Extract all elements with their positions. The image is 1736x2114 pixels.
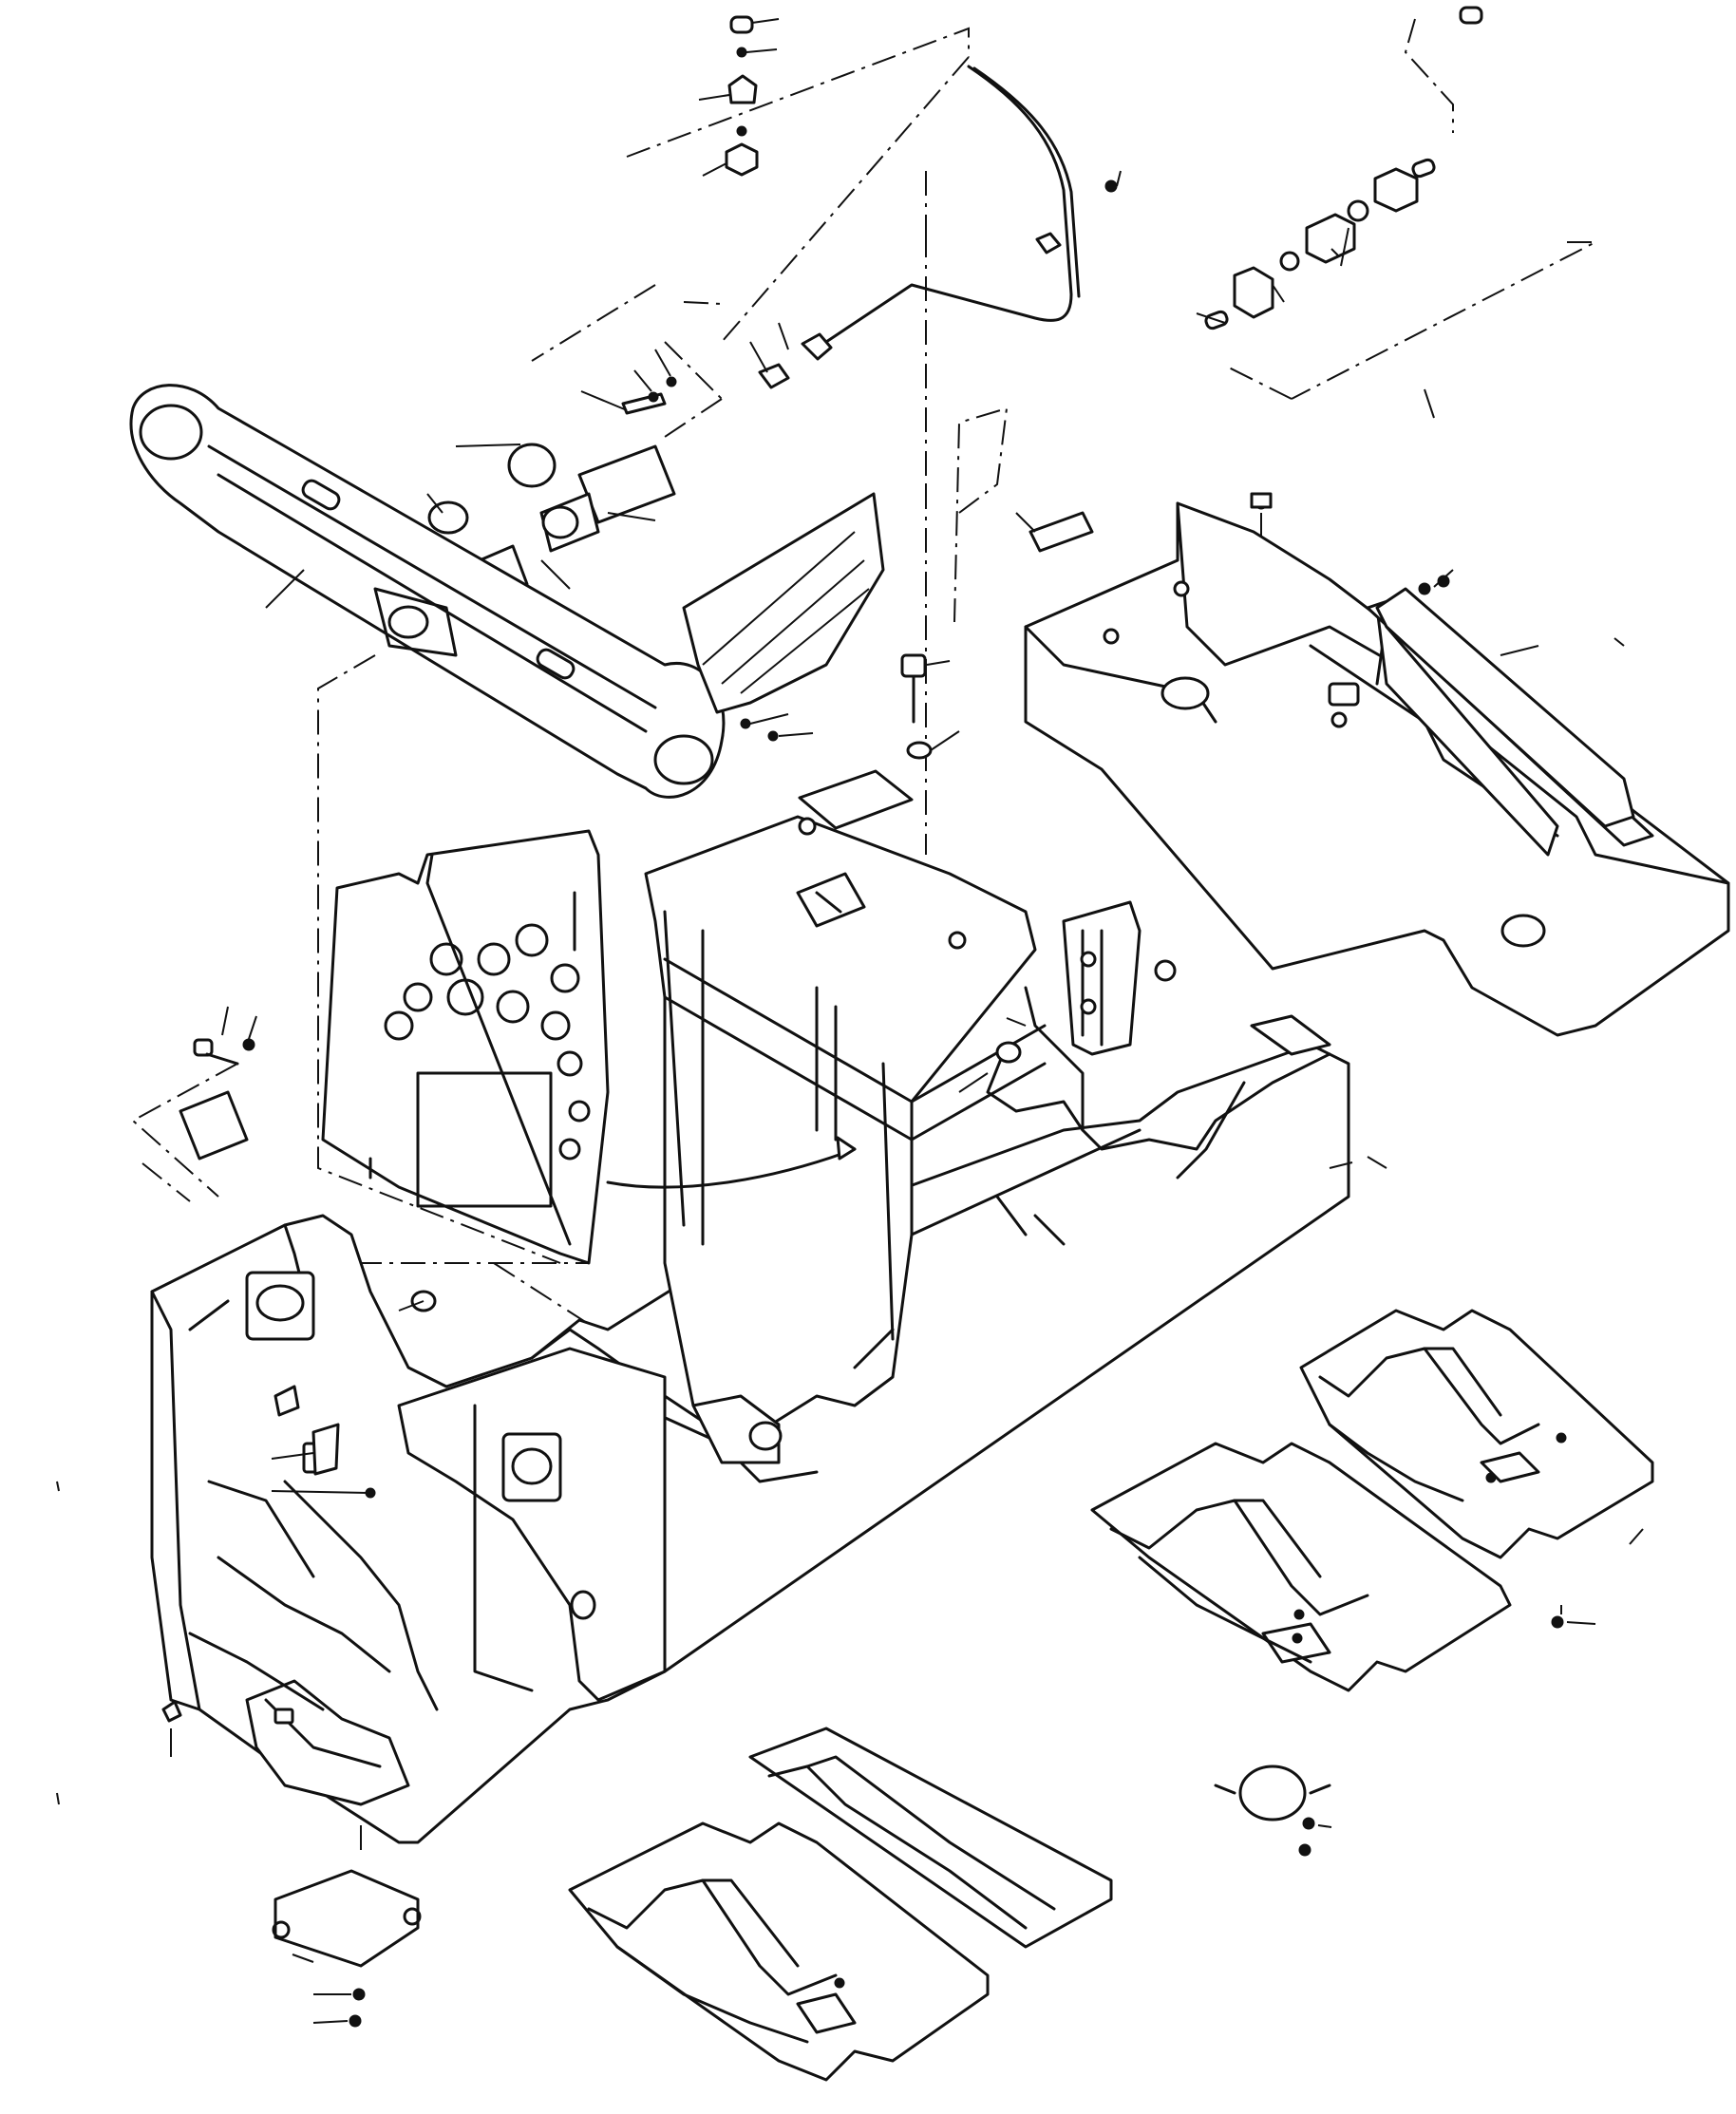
fitting-assembly-right bbox=[1196, 6, 1483, 330]
hardware-bolts-left bbox=[193, 1006, 257, 1066]
track-pad-bottom bbox=[568, 1727, 1113, 2082]
hardware-bolts-center bbox=[740, 653, 960, 760]
lift-arm bbox=[129, 384, 726, 799]
tube-fitting bbox=[801, 332, 833, 361]
guard-plate bbox=[682, 492, 885, 714]
track-pad-right-lower bbox=[1090, 1442, 1512, 1692]
assembly-line-upper-right bbox=[1224, 18, 1596, 400]
fitting-assembly-top bbox=[698, 15, 780, 177]
small-cover bbox=[798, 769, 914, 830]
assembly-line-top bbox=[626, 27, 970, 343]
small-cover-left bbox=[179, 1090, 249, 1161]
assembly-line-arm bbox=[531, 171, 927, 855]
front-cover-plate bbox=[321, 829, 610, 1265]
small-cover-bottom bbox=[272, 1869, 422, 2028]
side-plate bbox=[1375, 587, 1635, 828]
track-pad-right-upper bbox=[1299, 1309, 1654, 1559]
hardware-bolt-right bbox=[1551, 1605, 1596, 1629]
hydraulic-line bbox=[824, 65, 1073, 344]
main-frame bbox=[150, 815, 1350, 1844]
round-cover bbox=[1214, 1765, 1332, 1857]
assembly-arrow bbox=[606, 1147, 857, 1189]
